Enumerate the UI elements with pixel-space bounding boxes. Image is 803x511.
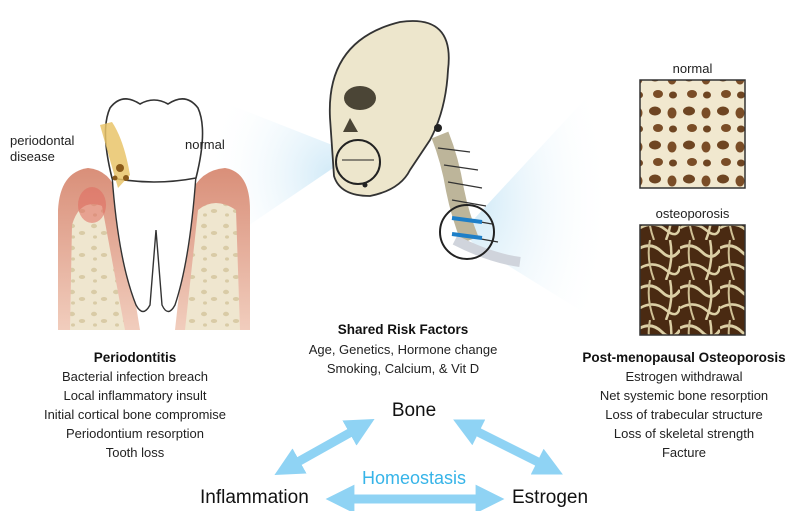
periodontitis-title: Periodontitis [10,350,260,365]
label-homeostasis: Homeostasis [334,468,494,489]
osteoporosis-item: Loss of skeletal strength [568,424,800,443]
label-bone-osteoporosis: osteoporosis [620,206,765,221]
periodontitis-block: Periodontitis Bacterial infection breach… [10,350,260,462]
label-estrogen: Estrogen [512,487,588,509]
periodontitis-item: Bacterial infection breach [10,367,260,386]
arrow-bone-inflammation [287,426,362,468]
spine-beam [462,70,612,330]
periodontitis-item: Local inflammatory insult [10,386,260,405]
osteoporosis-item: Net systemic bone resorption [568,386,800,405]
periodontitis-item: Periodontium resorption [10,424,260,443]
shared-risk-line: Age, Genetics, Hormone change [283,340,523,359]
label-bone: Bone [374,400,454,422]
osteoporosis-bone-sample [640,225,745,335]
shared-risk-block: Shared Risk Factors Age, Genetics, Hormo… [283,322,523,378]
label-inflammation: Inflammation [200,487,309,509]
shared-risk-title: Shared Risk Factors [283,322,523,337]
osteoporosis-item: Loss of trabecular structure [568,405,800,424]
shared-risk-line: Smoking, Calcium, & Vit D [283,359,523,378]
arrow-bone-estrogen [466,426,550,468]
normal-bone-sample [640,80,745,188]
osteoporosis-title: Post-menopausal Osteoporosis [568,350,800,365]
osteoporosis-block: Post-menopausal Osteoporosis Estrogen wi… [568,350,800,462]
label-periodontal-disease: periodontal disease [10,133,74,165]
periodontitis-item: Tooth loss [10,443,260,462]
periodontitis-item: Initial cortical bone compromise [10,405,260,424]
osteoporosis-item: Estrogen withdrawal [568,367,800,386]
osteoporosis-item: Facture [568,443,800,462]
label-bone-normal: normal [640,61,745,76]
label-tooth-normal: normal [185,137,225,152]
